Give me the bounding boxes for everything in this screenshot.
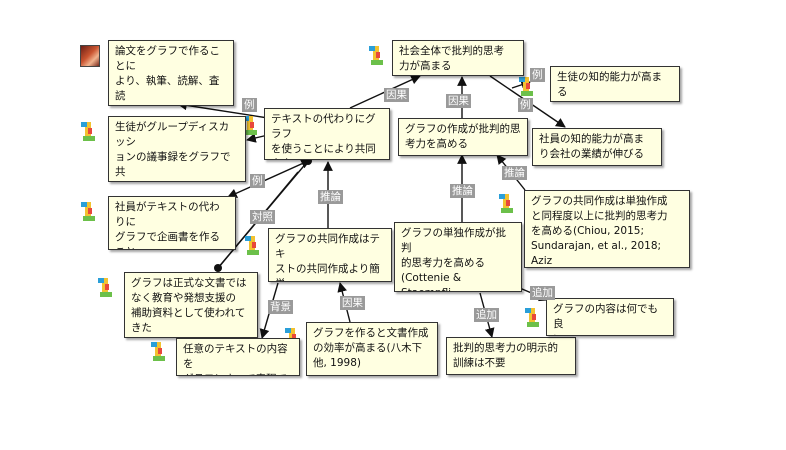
number-one-icon <box>369 46 383 65</box>
number-one-icon <box>243 116 257 135</box>
avatar <box>80 45 100 67</box>
link-label-suiron: 推論 <box>318 190 343 204</box>
number-one-icon <box>81 122 95 141</box>
link-label-rei: 例 <box>250 174 265 188</box>
link-label-haikei: 背景 <box>268 300 293 314</box>
node-collab-vs-text[interactable]: グラフの共同作成はテキ ストの共同作成より簡単 (Zhang, 2020) <box>268 228 392 282</box>
node-explicit-training[interactable]: 批判的思考力の明示的 訓練は不要 <box>446 337 576 375</box>
node-not-formal[interactable]: グラフは正式な文書では なく教育や発想支援の 補助資料として使われて きた <box>124 272 258 338</box>
link-junction-to-employee-plan <box>227 160 309 198</box>
link-label-inga: 因果 <box>384 88 409 102</box>
node-employee-ability[interactable]: 社員の知的能力が高ま り会社の業績が伸びる <box>532 128 662 166</box>
link-label-suiron: 推論 <box>450 184 475 198</box>
number-one-icon <box>525 308 539 327</box>
link-label-taishou: 対照 <box>250 210 275 224</box>
junction-dot-2 <box>214 264 222 272</box>
link-label-rei: 例 <box>530 68 545 82</box>
node-student-ability[interactable]: 生徒の知的能力が高ま る <box>550 66 680 102</box>
link-label-inga: 因果 <box>446 94 471 108</box>
node-any-text[interactable]: 任意のテキストの内容を グラフによって表現できる <box>176 338 300 376</box>
node-employee-plan[interactable]: 社員がテキストの代わりに グラフで企画書を作ること によって企画の質を高める <box>108 196 236 250</box>
node-student-discussion[interactable]: 生徒がグループディスカッシ ョンの議事録をグラフで共 同作成することが通常の授 … <box>108 116 246 182</box>
link-label-inga: 因果 <box>340 296 365 310</box>
number-one-icon <box>499 194 513 213</box>
number-one-icon <box>519 77 533 96</box>
number-one-icon <box>81 202 95 221</box>
link-label-rei: 例 <box>518 98 533 112</box>
link-label-suiron: 推論 <box>502 166 527 180</box>
number-one-icon <box>151 342 165 361</box>
node-single-critical[interactable]: グラフの単独作成が批判 的思考力を高める (Cottenie & Staempf… <box>394 222 522 292</box>
link-text-alt-to-paper <box>177 100 269 119</box>
node-graph-critical[interactable]: グラフの作成が批判的思 考力を高める <box>398 118 528 156</box>
node-society-critical[interactable]: 社会全体で批判的思考 力が高まる <box>392 40 524 76</box>
number-one-icon <box>245 236 259 255</box>
node-paper-quality[interactable]: 論文をグラフで作ることに より、執筆、読解、査読 などを簡単にし学術の質 を高め… <box>108 40 234 106</box>
link-label-tsuika: 追加 <box>530 286 555 300</box>
node-collab-critical[interactable]: グラフの共同作成は単独作成 と同程度以上に批判的思考力 を高める(Chiou, … <box>524 190 690 268</box>
node-efficiency[interactable]: グラフを作ると文書作成 の効率が高まる(八木下 他, 1998) <box>306 322 438 376</box>
node-any-content[interactable]: グラフの内容は何でも良 い <box>546 298 674 336</box>
link-label-rei: 例 <box>242 98 257 112</box>
number-one-icon <box>98 278 112 297</box>
link-label-tsuika: 追加 <box>474 308 499 322</box>
